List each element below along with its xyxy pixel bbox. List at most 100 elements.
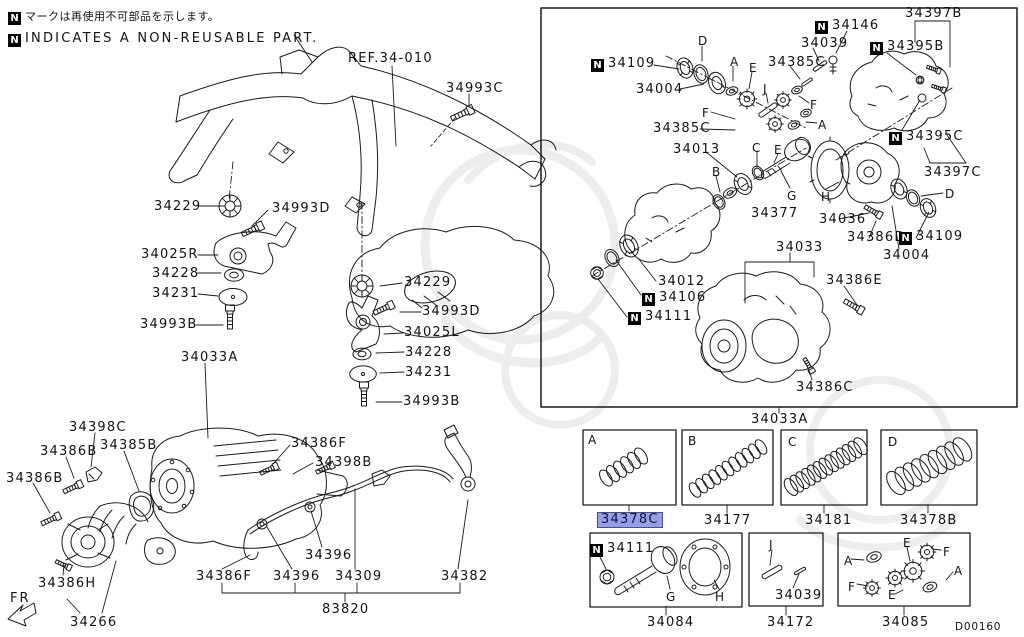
ref-letter-a: A: [844, 554, 853, 568]
part-label-34378c[interactable]: 34378C: [597, 512, 663, 528]
part-label-34309: 34309: [335, 569, 383, 584]
part-label-34025l: 34025L: [404, 325, 460, 340]
part-label-34004: 34004: [636, 82, 684, 97]
part-label-34386c: 34386C: [796, 380, 854, 395]
part-label-34396: 34396: [273, 569, 321, 584]
ref-letter-j: J: [769, 538, 773, 552]
ref-letter-e: E: [888, 588, 896, 602]
ref-letter-c: C: [788, 435, 797, 449]
rear-diff-drawing: [39, 428, 347, 572]
note-text-jp: マークは再使用不可部品を示します。: [25, 10, 220, 23]
ref-letter-g: G: [666, 590, 676, 604]
non-reusable-badge: N: [8, 34, 21, 47]
part-label-34993b: 34993B: [140, 317, 198, 332]
subframe-drawing: [169, 35, 556, 337]
part-label-34033a: 34033A: [751, 412, 809, 427]
part-label-34228: 34228: [152, 266, 200, 281]
part-label-34386d: 34386D: [847, 230, 906, 245]
spring-b: [686, 437, 770, 500]
part-label-34993b: 34993B: [403, 394, 461, 409]
part-label-34382: 34382: [441, 569, 489, 584]
ref-letter-g: G: [787, 189, 797, 203]
non-reusable-note: N マークは再使用不可部品を示します。 N INDICATES A NON-REUS…: [8, 8, 318, 47]
note-text-en: INDICATES A NON-REUSABLE PART.: [25, 31, 319, 46]
part-label-34378b: 34378B: [900, 513, 958, 528]
mount-parts-left: [214, 194, 296, 330]
non-reusable-badge: N: [628, 312, 641, 325]
pinion-ring-gear-set: [599, 539, 730, 595]
ref-letter-d: D: [945, 187, 955, 201]
ref-letter-a: A: [730, 55, 739, 69]
non-reusable-badge: N: [642, 293, 655, 306]
part-label-34231: 34231: [405, 365, 453, 380]
part-label-34228: 34228: [405, 345, 453, 360]
ref-letter-e: E: [749, 61, 757, 75]
part-label-34993d: 34993D: [422, 304, 481, 319]
part-label-34266: 34266: [70, 615, 118, 630]
non-reusable-badge: N: [815, 21, 828, 34]
part-label-d00160: D00160: [955, 621, 1002, 633]
note-line-en: N INDICATES A NON-REUSABLE PART.: [8, 31, 318, 47]
non-reusable-badge: N: [899, 232, 912, 245]
part-label-34231: 34231: [152, 286, 200, 301]
part-label-83820: 83820: [322, 602, 370, 617]
ref-letter-b: B: [688, 434, 697, 448]
part-label-34033a: 34033A: [181, 350, 239, 365]
ref-letter-a: A: [954, 564, 963, 578]
ref-letter-f: F: [848, 580, 855, 594]
gear-kit-boxes: [590, 533, 970, 607]
ref-letter-d: D: [698, 34, 708, 48]
ref-letter-h: H: [821, 190, 831, 204]
ref-letter-j: J: [763, 82, 767, 96]
part-label-34036: 34036: [819, 212, 867, 227]
ref-letter-e: E: [774, 143, 782, 157]
part-label-34993c: 34993C: [446, 81, 504, 96]
part-label-34012: 34012: [658, 274, 706, 289]
part-label-34385c: 34385C: [768, 55, 826, 70]
ref-letter-e: E: [903, 536, 911, 550]
part-label-34039: 34039: [775, 588, 823, 603]
leader-lines: [33, 21, 966, 615]
ref-letter-a: A: [588, 433, 597, 447]
non-reusable-badge: N: [889, 132, 902, 145]
part-label-34398b: 34398B: [315, 455, 373, 470]
part-label-34993d: 34993D: [272, 201, 331, 216]
part-label-34377: 34377: [751, 206, 799, 221]
part-label-34386e: 34386E: [826, 273, 883, 288]
part-label-34177: 34177: [704, 513, 752, 528]
part-label-34084: 34084: [647, 615, 695, 630]
non-reusable-badge: N: [591, 59, 604, 72]
fr-direction-label: FR: [10, 591, 31, 606]
part-label-34386b: 34386B: [6, 471, 64, 486]
mount-parts-right: [346, 274, 396, 407]
watermark: [425, 144, 955, 547]
ref-letter-h: H: [715, 590, 725, 604]
part-label-ref.34-010: REF.34-010: [348, 51, 433, 66]
spring-a: [596, 445, 651, 489]
part-label-34398c: 34398C: [69, 420, 127, 435]
breather-tube-drawing: [244, 425, 475, 559]
part-label-34386f: 34386F: [291, 436, 348, 451]
part-label-34025r: 34025R: [141, 247, 199, 262]
ref-letter-c: C: [752, 141, 761, 155]
ref-letter-f: F: [810, 98, 817, 112]
part-label-34385c: 34385C: [653, 121, 711, 136]
part-label-34385b: 34385B: [100, 438, 158, 453]
part-label-34004: 34004: [883, 248, 931, 263]
pinion-shaft-set: [760, 563, 807, 581]
part-label-34229: 34229: [154, 199, 202, 214]
fr-arrow-icon: [8, 603, 36, 626]
part-label-34033: 34033: [776, 240, 824, 255]
part-label-34386h: 34386H: [38, 576, 97, 591]
spring-variant-boxes: [583, 430, 977, 505]
ref-letter-a: A: [818, 118, 827, 132]
part-label-34181: 34181: [805, 513, 853, 528]
part-label-34386b: 34386B: [40, 444, 98, 459]
